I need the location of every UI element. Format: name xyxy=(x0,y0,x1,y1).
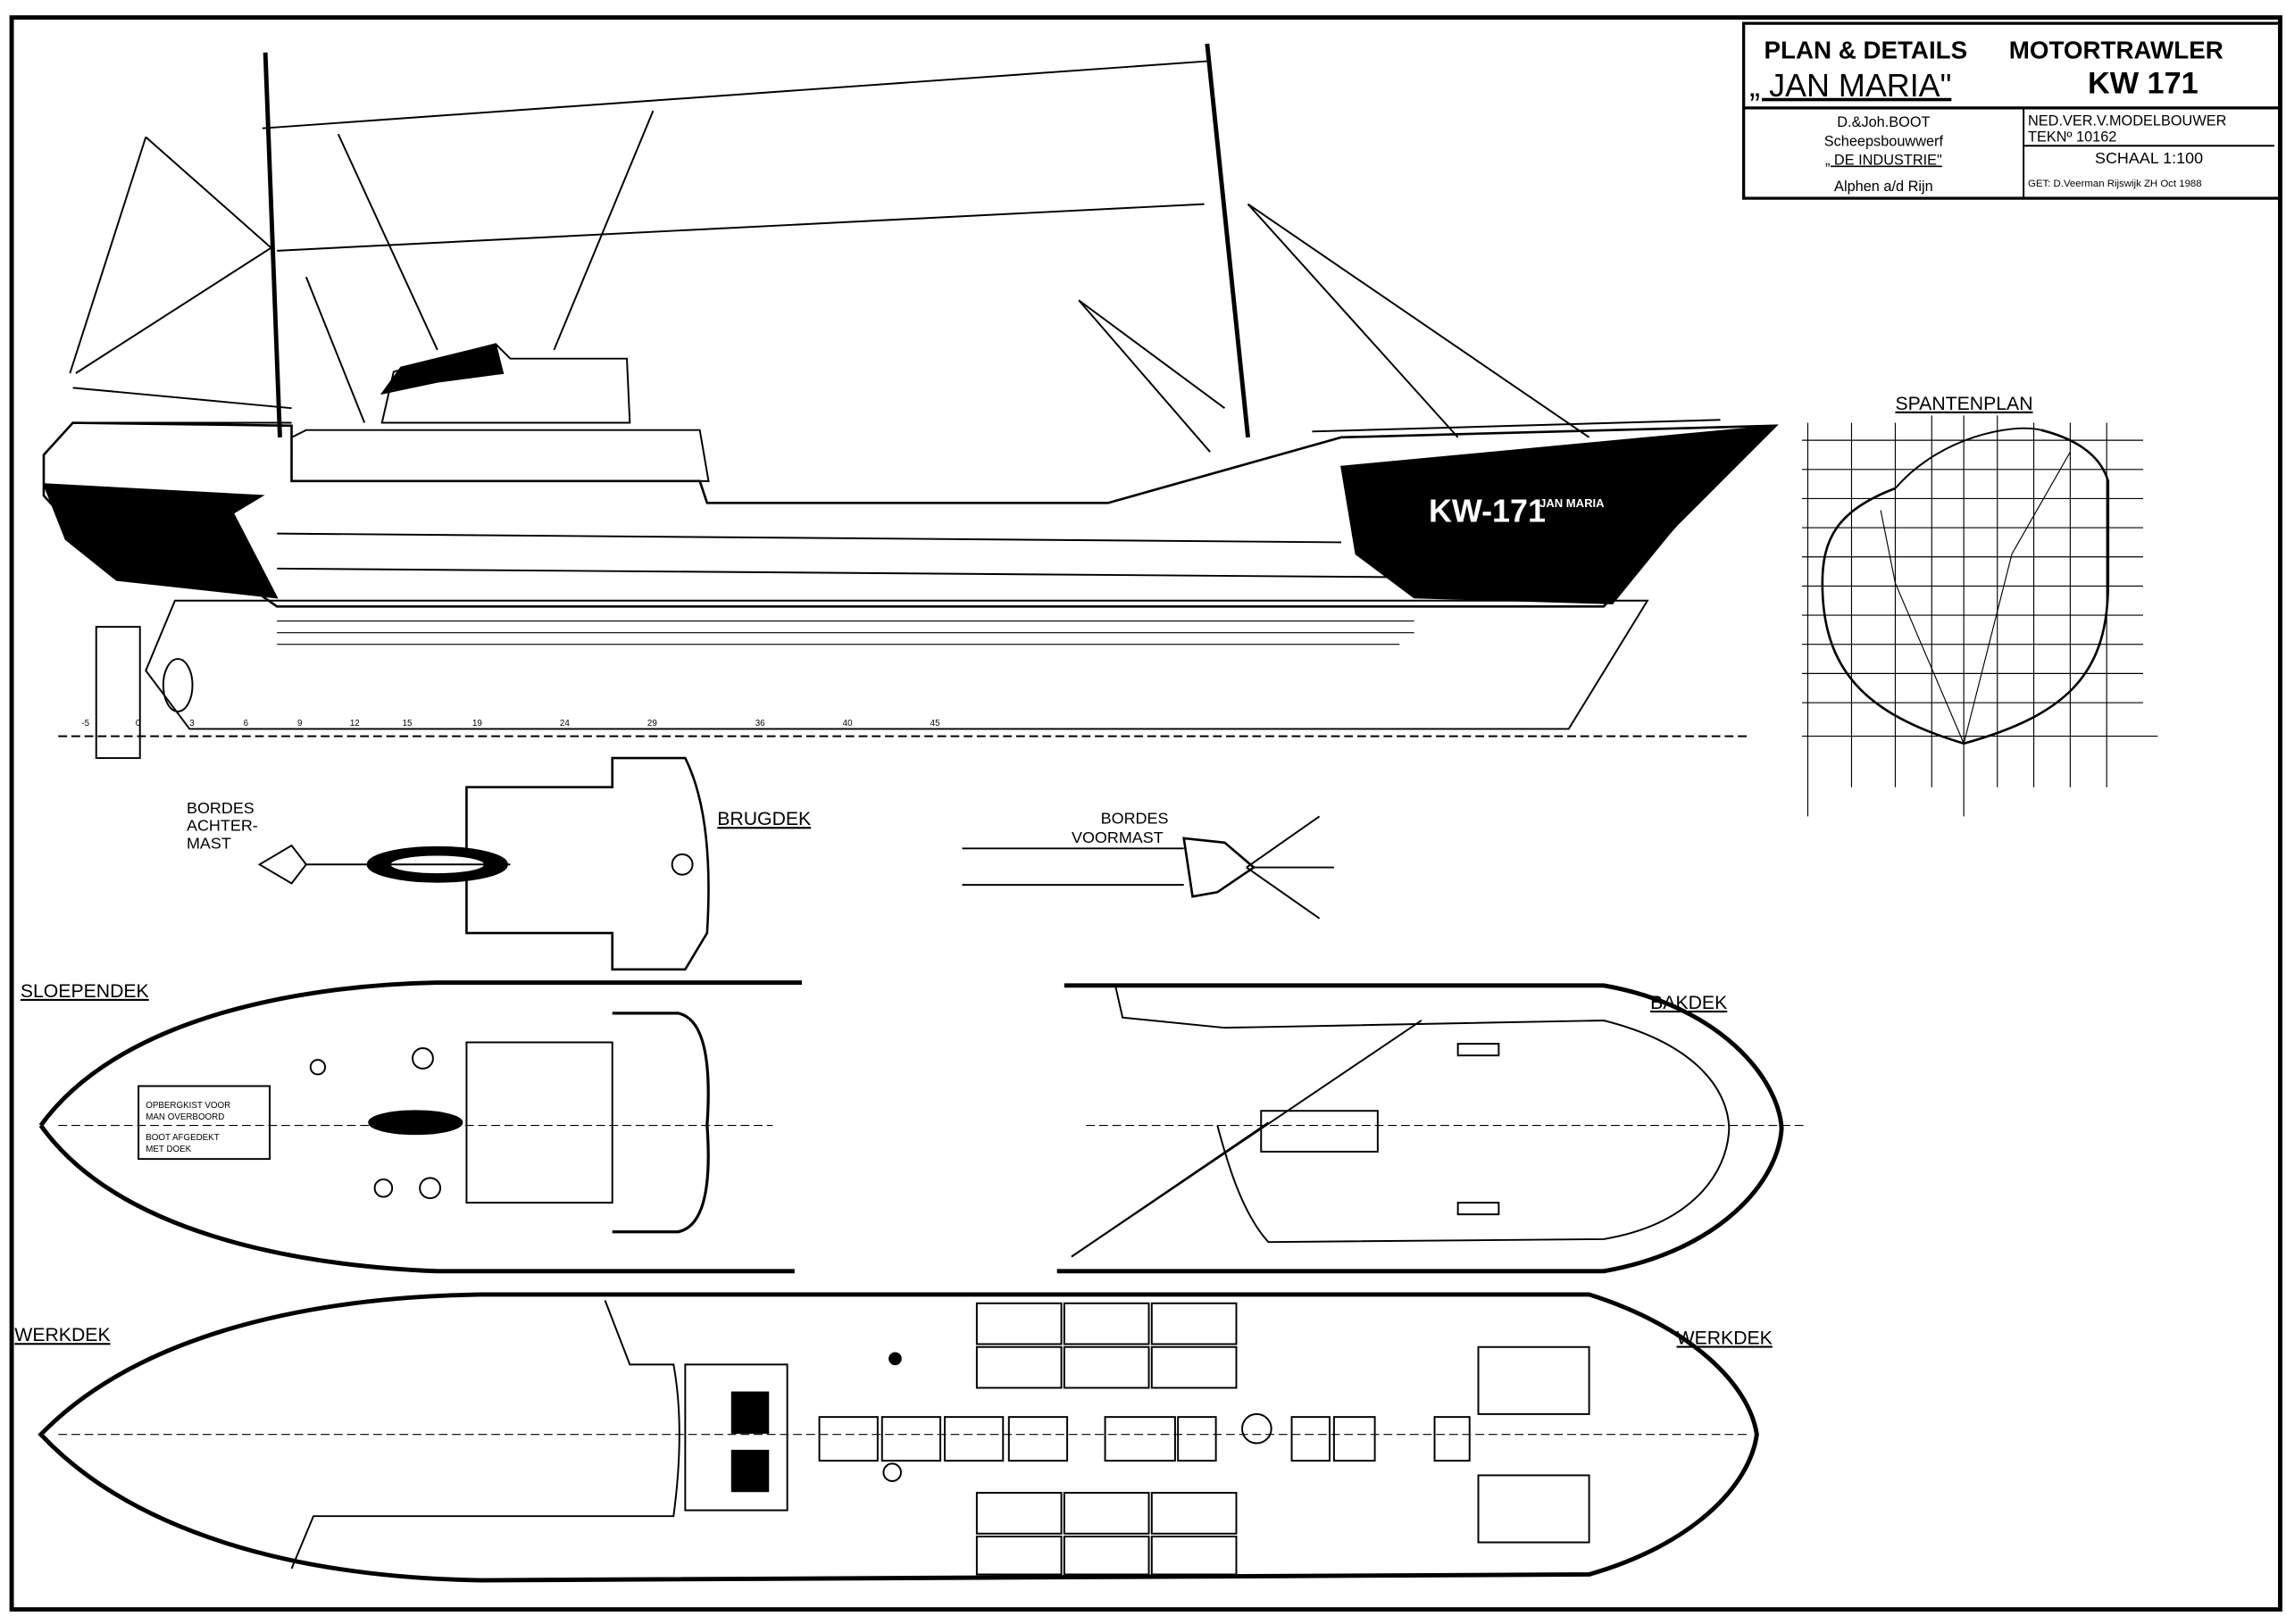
bordes-achtermast-label-3: MAST xyxy=(187,834,231,852)
bordes-voormast-label-2: VOORMAST xyxy=(1072,829,1164,846)
drawn-by: GET: D.Veerman Rijswijk ZH Oct 1988 xyxy=(2028,179,2202,189)
sloependek-plan: SLOEPENDEK OPBERGKIST VOOR MAN OVERBOORD… xyxy=(21,980,802,1274)
bordes-achtermast-platform xyxy=(257,844,308,885)
aft-mast xyxy=(263,52,282,437)
frame-ticks: -5 0 3 6 9 12 15 19 24 29 36 40 45 xyxy=(81,719,940,729)
frame-tick: 6 xyxy=(244,719,249,729)
vessel-name: „ JAN MARIA" xyxy=(1749,67,1951,104)
builder-type: Scheepsbouwwerf xyxy=(1824,133,1944,149)
builder-location: Alphen a/d Rijn xyxy=(1834,179,1933,195)
frame-tick: 12 xyxy=(350,719,360,729)
frame-tick: 29 xyxy=(647,719,657,729)
drawing-number: TEKNº 10162 xyxy=(2028,129,2116,145)
body-plan-label: SPANTENPLAN xyxy=(1895,394,2032,414)
scale: SCHAAL 1:100 xyxy=(2095,149,2203,167)
bordes-voormast-label-1: BORDES xyxy=(1101,810,1169,828)
propeller xyxy=(162,658,194,712)
frame-tick: 0 xyxy=(136,719,141,729)
rudder xyxy=(95,626,141,760)
title-block: PLAN & DETAILS MOTORTRAWLER „ JAN MARIA"… xyxy=(1742,21,2282,200)
werkdek-label-left: WERKDEK xyxy=(14,1325,110,1345)
frame-tick: 9 xyxy=(297,719,302,729)
fish-hatches xyxy=(818,1302,1590,1576)
frame-tick: 3 xyxy=(189,719,195,729)
sloependek-label: SLOEPENDEK xyxy=(21,981,149,1002)
fore-mast xyxy=(1205,43,1250,438)
stow-box-note-2: MAN OVERBOORD xyxy=(146,1112,224,1122)
association: NED.VER.V.MODELBOUWER xyxy=(2028,112,2227,129)
body-plan: SPANTENPLAN xyxy=(1801,394,2158,817)
frame-tick: 36 xyxy=(755,719,765,729)
bakdek-plan: BAKDEK xyxy=(1056,983,1808,1274)
frame-tick: 24 xyxy=(560,719,570,729)
bordes-achtermast-label-1: BORDES xyxy=(187,799,254,817)
bordes-voormast: BORDES VOORMAST xyxy=(962,810,1334,920)
side-profile: KW-171 JAN MARIA -5 0 3 6 9 12 15 19 24 … xyxy=(42,43,1779,760)
frame-tick: 15 xyxy=(403,719,413,729)
lifeboat xyxy=(138,1085,271,1161)
boat-note-2: MET DOEK xyxy=(146,1145,191,1154)
boat-note-1: BOOT AFGEDEKT xyxy=(146,1133,219,1143)
winch xyxy=(684,1363,788,1512)
brugdek-plan: BORDES ACHTER- MAST BRUGDEK xyxy=(187,756,811,971)
frame-tick: 45 xyxy=(930,719,940,729)
sheet-border xyxy=(9,15,2282,1612)
plan-title: PLAN & DETAILS xyxy=(1765,36,1968,63)
stow-box-note-1: OPBERGKIST VOOR xyxy=(146,1101,230,1111)
brugdek-label: BRUGDEK xyxy=(717,809,811,829)
hull-registration: KW-171 xyxy=(1429,493,1546,529)
werkdek-plan: WERKDEK WERKDEK xyxy=(14,1292,1773,1583)
builder-name: D.&Joh.BOOT xyxy=(1837,114,1930,130)
frame-tick: 19 xyxy=(472,719,482,729)
vessel-type: MOTORTRAWLER xyxy=(2009,36,2223,63)
werkdek-label-right: WERKDEK xyxy=(1677,1328,1773,1348)
frame-tick: 40 xyxy=(843,719,853,729)
builder-yard: „ DE INDUSTRIE" xyxy=(1825,153,1942,169)
frame-tick: -5 xyxy=(81,719,89,729)
bakdek-label: BAKDEK xyxy=(1650,993,1727,1013)
hull-name: JAN MARIA xyxy=(1539,496,1605,510)
bordes-achtermast-label-2: ACHTER- xyxy=(187,817,258,835)
registration: KW 171 xyxy=(2088,67,2198,101)
